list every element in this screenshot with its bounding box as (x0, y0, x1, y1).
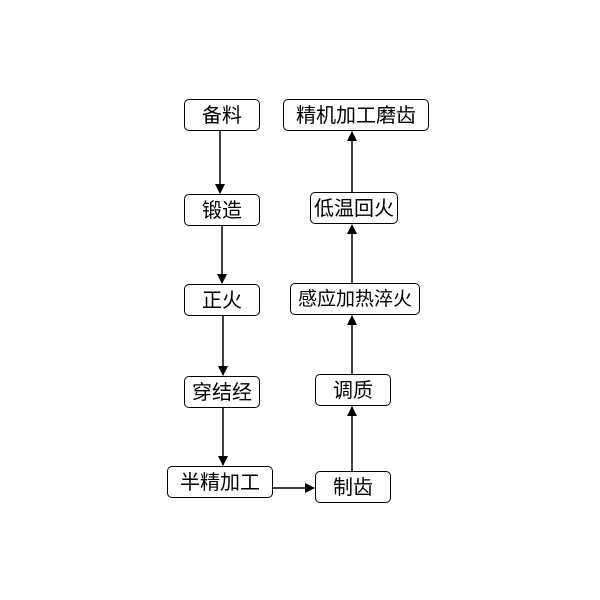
node-threading: 穿结经 (184, 376, 260, 408)
node-forging: 锻造 (184, 194, 260, 226)
node-normalizing: 正火 (184, 284, 260, 316)
node-label: 正火 (202, 288, 242, 312)
node-label: 穿结经 (192, 380, 252, 404)
node-induction-hardening: 感应加热淬火 (290, 283, 420, 315)
node-quench-temper: 调质 (315, 374, 391, 406)
node-label: 低温回火 (314, 196, 394, 220)
node-prepare-material: 备料 (184, 99, 260, 131)
node-label: 调质 (333, 378, 373, 402)
node-label: 制齿 (333, 475, 373, 499)
node-semi-finishing: 半精加工 (167, 466, 273, 498)
node-label: 备料 (202, 103, 242, 127)
node-label: 锻造 (202, 198, 242, 222)
node-label: 半精加工 (180, 470, 260, 494)
node-finish-grinding: 精机加工磨齿 (283, 99, 429, 131)
node-label: 精机加工磨齿 (296, 103, 416, 127)
node-label: 感应加热淬火 (297, 287, 412, 310)
node-gear-cutting: 制齿 (315, 471, 391, 503)
node-low-temp-tempering: 低温回火 (310, 192, 398, 224)
